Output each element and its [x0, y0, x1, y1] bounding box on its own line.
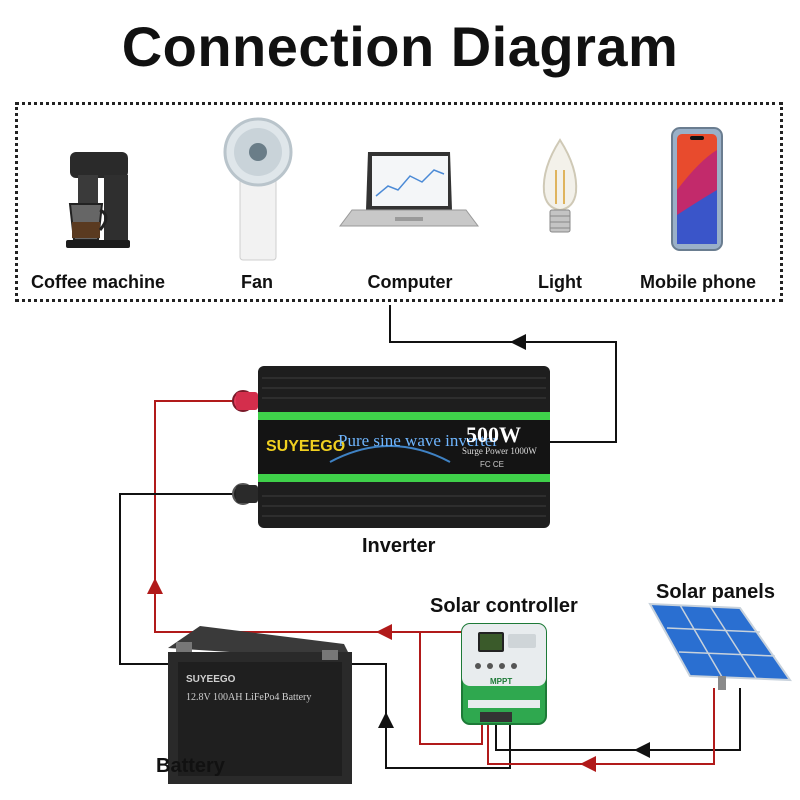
fan-icon: [223, 117, 293, 261]
inverter-brand: SUYEEGO: [266, 438, 345, 455]
battery-label: Battery: [156, 755, 226, 777]
inverter-power: 500W: [466, 422, 521, 447]
load-label-light: Light: [538, 272, 582, 292]
arrow-positive-up: [147, 578, 163, 594]
loads-box: [15, 102, 783, 302]
positive-wire: [154, 400, 483, 745]
panel-wire-positive: [487, 688, 715, 765]
load-label-fan: Fan: [240, 272, 273, 292]
ac-output-wire: [389, 305, 617, 443]
diagram-title: Connection Diagram: [121, 15, 679, 78]
arrow-negative-up: [378, 712, 394, 728]
laptop-icon: [339, 152, 479, 227]
battery-spec: 12.8V 100AH LiFePo4 Battery: [186, 692, 311, 703]
panels-label: Solar panels: [656, 581, 775, 603]
coffee-machine-icon: [66, 152, 130, 248]
inverter: [232, 366, 550, 528]
inverter-slogan: Pure sine wave inverter: [338, 431, 498, 450]
controller-label: Solar controller: [430, 595, 578, 617]
phone-icon: [671, 127, 723, 251]
arrow-panel-positive: [580, 756, 596, 772]
negative-wire: [119, 493, 511, 769]
arrow-panel-negative: [634, 742, 650, 758]
load-label-mobile-phone: Mobile phone: [640, 272, 756, 292]
load-label-coffee-machine: Coffee machine: [30, 272, 166, 292]
bulb-icon: [542, 138, 578, 233]
battery-brand: SUYEEGO: [186, 674, 236, 685]
controller-badge: MPPT: [490, 677, 512, 686]
battery: [168, 626, 352, 784]
arrow-positive-left: [376, 624, 392, 640]
load-label-computer: Computer: [367, 272, 453, 292]
inverter-label: Inverter: [362, 535, 436, 557]
arrow-ac-output: [510, 334, 526, 350]
panel-wire-negative: [495, 688, 741, 751]
inverter-certs: FC CE: [480, 460, 504, 469]
inverter-surge: Surge Power 1000W: [462, 446, 537, 456]
solar-panels: [648, 602, 792, 690]
solar-controller: [461, 623, 547, 725]
